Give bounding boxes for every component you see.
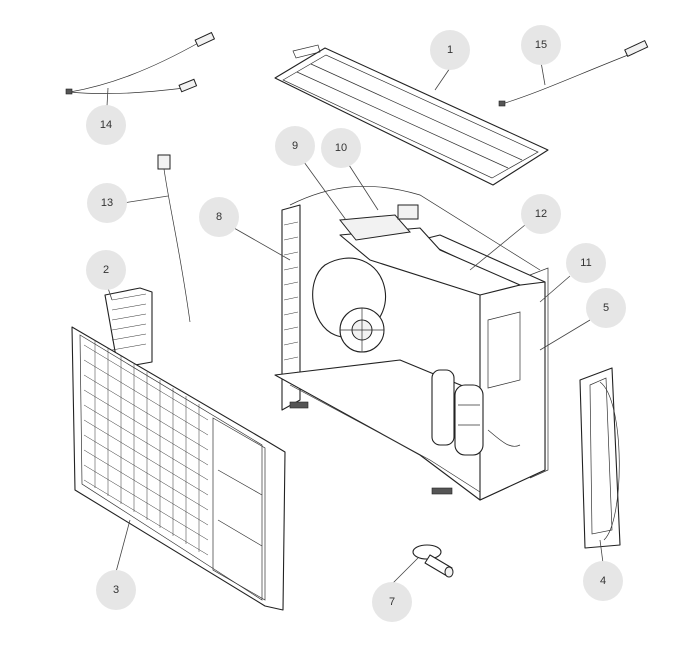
callout-14: 14 [86, 105, 126, 145]
callout-10: 10 [321, 128, 361, 168]
callout-7: 7 [372, 582, 412, 622]
callout-12: 12 [521, 194, 561, 234]
callout-3: 3 [96, 570, 136, 610]
callout-9: 9 [275, 126, 315, 166]
svg-text:2: 2 [103, 264, 109, 276]
part-sensor-wire-right [498, 39, 649, 107]
part-side-cover [579, 367, 621, 549]
svg-text:5: 5 [603, 302, 609, 314]
svg-text:9: 9 [292, 140, 298, 152]
leader-lines [106, 61, 604, 584]
svg-text:3: 3 [113, 584, 119, 596]
callout-5: 5 [586, 288, 626, 328]
svg-text:14: 14 [100, 119, 112, 131]
part-right-side-panel [529, 267, 549, 479]
part-connector-cable [157, 154, 191, 323]
callout-1: 1 [430, 30, 470, 70]
callout-4: 4 [583, 561, 623, 601]
svg-text:11: 11 [580, 257, 591, 269]
part-top-cover [274, 44, 549, 186]
callout-8: 8 [199, 197, 239, 237]
svg-text:15: 15 [535, 39, 547, 51]
svg-text:7: 7 [389, 596, 395, 608]
part-drain-elbow [412, 544, 454, 578]
svg-text:10: 10 [335, 142, 347, 154]
part-main-chassis [274, 185, 546, 501]
callout-11: 11 [566, 243, 606, 283]
svg-text:1: 1 [447, 44, 453, 56]
svg-text:4: 4 [600, 575, 606, 587]
callout-2: 2 [86, 250, 126, 290]
callout-15: 15 [521, 25, 561, 65]
part-front-panel [71, 326, 286, 611]
svg-text:13: 13 [101, 197, 113, 209]
svg-text:8: 8 [216, 211, 222, 223]
callout-13: 13 [87, 183, 127, 223]
part-sensor-wire-left [65, 31, 216, 95]
svg-text:12: 12 [535, 208, 547, 220]
